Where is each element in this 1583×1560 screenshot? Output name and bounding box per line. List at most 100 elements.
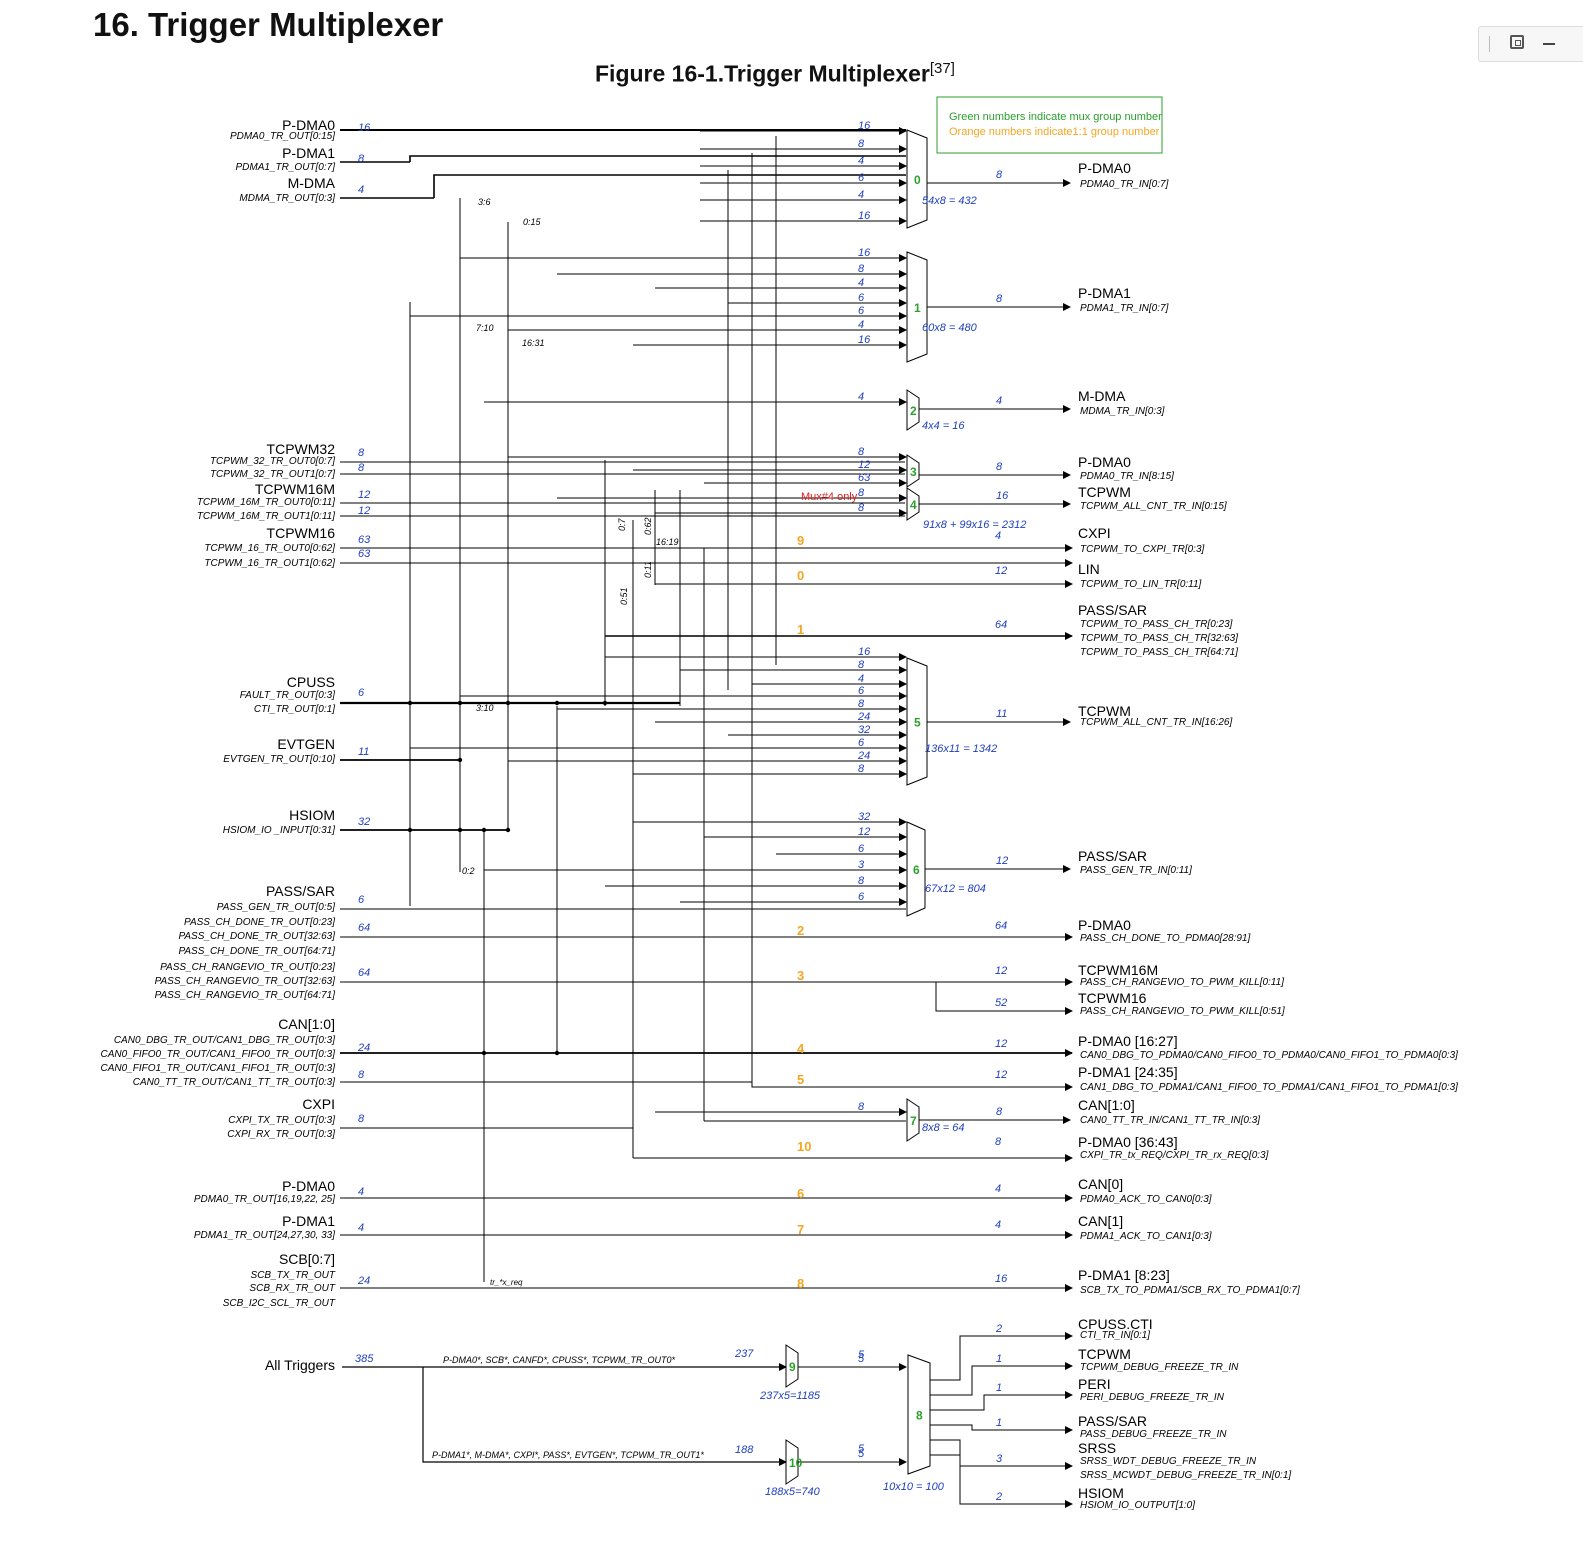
input-signal: TCPWM_16_TR_OUT1[0:62] xyxy=(204,558,335,569)
figure-title: Figure 16-1.Trigger Multiplexer[37] xyxy=(595,60,955,88)
output-block-name: CAN[1:0] xyxy=(1078,1097,1135,1113)
output-signal: PDMA0_TR_IN[8:15] xyxy=(1080,471,1174,482)
junction-dot xyxy=(407,827,413,833)
junction-dot xyxy=(407,700,413,706)
junction-dot xyxy=(505,700,511,706)
output-signal: PASS_CH_RANGEVIO_TO_PWM_KILL[0:51] xyxy=(1080,1006,1285,1017)
input-signal: CAN0_FIFO0_TR_OUT/CAN1_FIFO0_TR_OUT[0:3] xyxy=(100,1049,335,1060)
output-block-name: CAN[0] xyxy=(1078,1176,1123,1192)
bus-label: 0:2 xyxy=(462,866,475,876)
input-block-name: All Triggers xyxy=(265,1357,335,1373)
output-block-name: CPUSS.CTI xyxy=(1078,1316,1153,1332)
mux-0-formula: 54x8 = 432 xyxy=(922,195,977,207)
mux-2-input-width: 4 xyxy=(858,391,864,403)
input-block-name: SCB[0:7] xyxy=(279,1251,335,1267)
mux-6-input-width: 32 xyxy=(858,811,870,823)
output-block-name: P-DMA0 xyxy=(1078,917,1131,933)
mux-1-input-width: 16 xyxy=(858,334,871,346)
mux-7 xyxy=(906,1098,920,1142)
legend-frame xyxy=(936,96,1163,154)
input-block-name: EVTGEN xyxy=(277,736,335,752)
input-block-name: TCPWM32 xyxy=(267,441,336,457)
one-to-one-group-9: 9 xyxy=(797,533,804,548)
input-width: 24 xyxy=(357,1042,370,1054)
mux-5-input-width: 8 xyxy=(858,698,865,710)
mux-3-input-width: 8 xyxy=(858,446,865,458)
input-signal: PASS_CH_RANGEVIO_TR_OUT[0:23] xyxy=(160,962,335,973)
output-signal: PERI_DEBUG_FREEZE_TR_IN xyxy=(1080,1392,1225,1403)
output-block-name: TCPWM16M xyxy=(1078,962,1158,978)
mux-9-input-width: 237 xyxy=(734,1348,754,1360)
mux-10-output-width: 5 xyxy=(858,1448,865,1460)
mux-9 xyxy=(785,1344,799,1388)
input-width: 8 xyxy=(358,462,365,474)
input-signal: SCB_RX_TR_OUT xyxy=(249,1283,335,1294)
input-width: 12 xyxy=(358,505,370,517)
one-to-one-0-width: 12 xyxy=(995,565,1007,577)
output-signal: CAN0_TT_TR_IN/CAN1_TT_TR_IN[0:3] xyxy=(1080,1115,1260,1126)
mux-5-number: 5 xyxy=(914,716,921,730)
input-width: 64 xyxy=(358,922,370,934)
output-block-name: P-DMA0 [16:27] xyxy=(1078,1033,1178,1049)
mux4-note: Mux#4 only xyxy=(801,491,858,503)
input-signal: FAULT_TR_OUT[0:3] xyxy=(240,690,335,701)
input-width: 16 xyxy=(358,122,371,134)
mux-10 xyxy=(785,1439,799,1485)
junction-dot xyxy=(554,1050,560,1056)
mux-8-output-4 xyxy=(930,1439,1073,1470)
input-signal: CXPI_TX_TR_OUT[0:3] xyxy=(228,1115,335,1126)
input-signal: TCPWM_16_TR_OUT0[0:62] xyxy=(204,543,335,554)
output-signal: CAN1_DBG_TO_PDMA1/CAN1_FIFO0_TO_PDMA1/CA… xyxy=(1080,1082,1458,1093)
mux-6-input-width: 6 xyxy=(858,843,865,855)
output-block-name: M-DMA xyxy=(1078,388,1126,404)
input-signal: TCPWM_16M_TR_OUT0[0:11] xyxy=(197,497,335,508)
mux-4-number: 4 xyxy=(910,498,917,512)
one-to-one-group-1: 1 xyxy=(797,622,804,637)
mux-3-number: 3 xyxy=(910,465,917,479)
bus-label: 3:10 xyxy=(476,703,494,713)
bus-label: 16:31 xyxy=(522,338,545,348)
mux-1-input-width: 4 xyxy=(858,277,864,289)
input-signal: TCPWM_32_TR_OUT1[0:7] xyxy=(210,469,335,480)
output-block-name: P-DMA1 [24:35] xyxy=(1078,1064,1178,1080)
output-block-name: TCPWM xyxy=(1078,484,1131,500)
bus-label: 0:15 xyxy=(523,217,542,227)
input-width: 8 xyxy=(358,1113,365,1125)
fit-to-screen-icon[interactable] xyxy=(1510,35,1524,49)
mux-10-number: 10 xyxy=(789,1456,803,1470)
mux-8-number: 8 xyxy=(916,1409,923,1423)
output-signal: PDMA1_TR_IN[0:7] xyxy=(1080,303,1169,314)
output-block-name: PASS/SAR xyxy=(1078,602,1147,618)
one-to-one-3-width: 12 xyxy=(995,965,1007,977)
mux-0-input-width: 4 xyxy=(858,155,864,167)
output-signal: TCPWM_ALL_CNT_TR_IN[16:26] xyxy=(1080,717,1232,728)
mux-4-output-width: 16 xyxy=(996,490,1009,502)
input-block-name: CXPI xyxy=(302,1096,335,1112)
minimize-icon[interactable] xyxy=(1543,43,1555,45)
mux-9-number: 9 xyxy=(789,1360,796,1374)
mux-8-output-width: 3 xyxy=(996,1453,1003,1465)
input-signal: PASS_GEN_TR_OUT[0:5] xyxy=(217,902,335,913)
mux-8-output-width: 2 xyxy=(995,1323,1002,1335)
one-to-one-4-width: 12 xyxy=(995,1038,1007,1050)
mux-8-output-width: 1 xyxy=(996,1382,1002,1394)
output-block-name: HSIOM xyxy=(1078,1485,1124,1501)
junction-dot xyxy=(457,700,463,706)
output-block-name: TCPWM16 xyxy=(1078,990,1147,1006)
mux-0-input-width: 16 xyxy=(858,120,871,132)
mux-8-formula: 10x10 = 100 xyxy=(883,1481,945,1493)
mux-6-output-width: 12 xyxy=(996,855,1008,867)
junction-dot xyxy=(505,827,511,833)
input-signal: TCPWM_32_TR_OUT0[0:7] xyxy=(210,456,335,467)
input-width: 8 xyxy=(358,1069,365,1081)
output-signal: MDMA_TR_IN[0:3] xyxy=(1080,406,1165,417)
toolbar-separator xyxy=(1489,36,1490,52)
input-block-name: PASS/SAR xyxy=(266,883,335,899)
input-signal: PDMA0_TR_OUT[16,19,22, 25] xyxy=(194,1194,335,1205)
mux-6-formula: 67x12 = 804 xyxy=(925,883,986,895)
output-block-name: P-DMA0 [36:43] xyxy=(1078,1134,1178,1150)
mux-8-output-width: 2 xyxy=(995,1491,1002,1503)
output-signal: PASS_GEN_TR_IN[0:11] xyxy=(1080,865,1192,876)
mux-2-formula: 4x4 = 16 xyxy=(922,420,965,432)
one-to-one-group-3: 3 xyxy=(797,968,804,983)
